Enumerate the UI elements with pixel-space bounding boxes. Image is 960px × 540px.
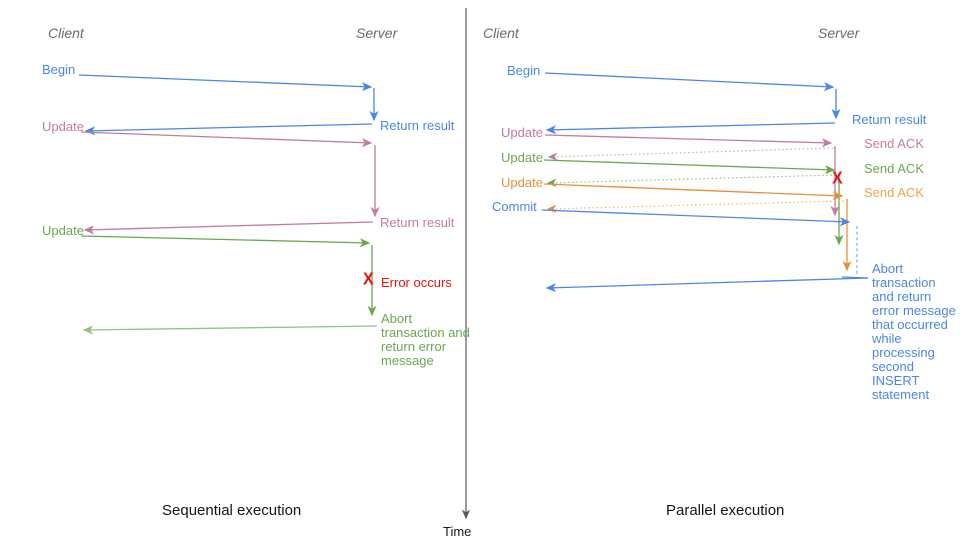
left-begin-request-arrow xyxy=(78,74,373,92)
right-abort-return-arrow xyxy=(545,277,869,293)
left-abort-label: Abort transaction and return error messa… xyxy=(381,311,470,368)
left-diagram-title: Sequential execution xyxy=(162,502,302,519)
left-return-result2-arrow xyxy=(83,221,374,235)
right-abort-label: Abort transaction and return error messa… xyxy=(872,261,956,402)
left-abort-return-arrow xyxy=(82,325,378,335)
left-server-header: Server xyxy=(356,25,398,41)
right-update3-label: Update xyxy=(501,175,543,190)
right-begin-label: Begin xyxy=(507,63,541,78)
right-diagram-title: Parallel execution xyxy=(666,502,785,519)
right-begin-request-arrow xyxy=(544,72,835,92)
right-ack1-dotted-arrow xyxy=(547,147,834,161)
left-return-result2-label: Return result xyxy=(380,215,455,230)
right-commit-request-arrow xyxy=(541,209,851,227)
right-send-ack3-label: Send ACK xyxy=(864,185,924,200)
right-send-ack1-label: Send ACK xyxy=(864,136,924,151)
right-return-result-label: Return result xyxy=(852,112,927,127)
left-error-label: Error occurs xyxy=(381,275,452,290)
left-begin-label: Begin xyxy=(42,62,76,77)
right-update2-label: Update xyxy=(501,150,543,165)
left-update2-request-arrow xyxy=(80,235,371,248)
left-update1-request-arrow xyxy=(80,131,373,148)
right-update3-request-arrow xyxy=(543,183,844,201)
right-return-result-arrow xyxy=(545,122,836,135)
right-error-x-icon: X xyxy=(832,168,843,188)
left-error-x-icon: X xyxy=(363,269,374,289)
right-update2-request-arrow xyxy=(543,159,836,175)
left-client-header: Client xyxy=(48,25,84,41)
time-axis-label: Time xyxy=(443,524,472,539)
right-server-header: Server xyxy=(818,25,860,41)
left-return-result1-arrow xyxy=(84,123,373,136)
right-ack2-dotted-arrow xyxy=(546,174,837,187)
right-send-ack2-label: Send ACK xyxy=(864,161,924,176)
right-update1-label: Update xyxy=(501,125,543,140)
left-update2-label: Update xyxy=(42,223,84,238)
right-commit-label: Commit xyxy=(492,199,537,214)
right-ack3-dotted-arrow xyxy=(546,200,845,213)
left-return-result1-label: Return result xyxy=(380,118,455,133)
right-update1-request-arrow xyxy=(544,134,833,148)
right-client-header: Client xyxy=(483,25,519,41)
left-update1-label: Update xyxy=(42,119,84,134)
